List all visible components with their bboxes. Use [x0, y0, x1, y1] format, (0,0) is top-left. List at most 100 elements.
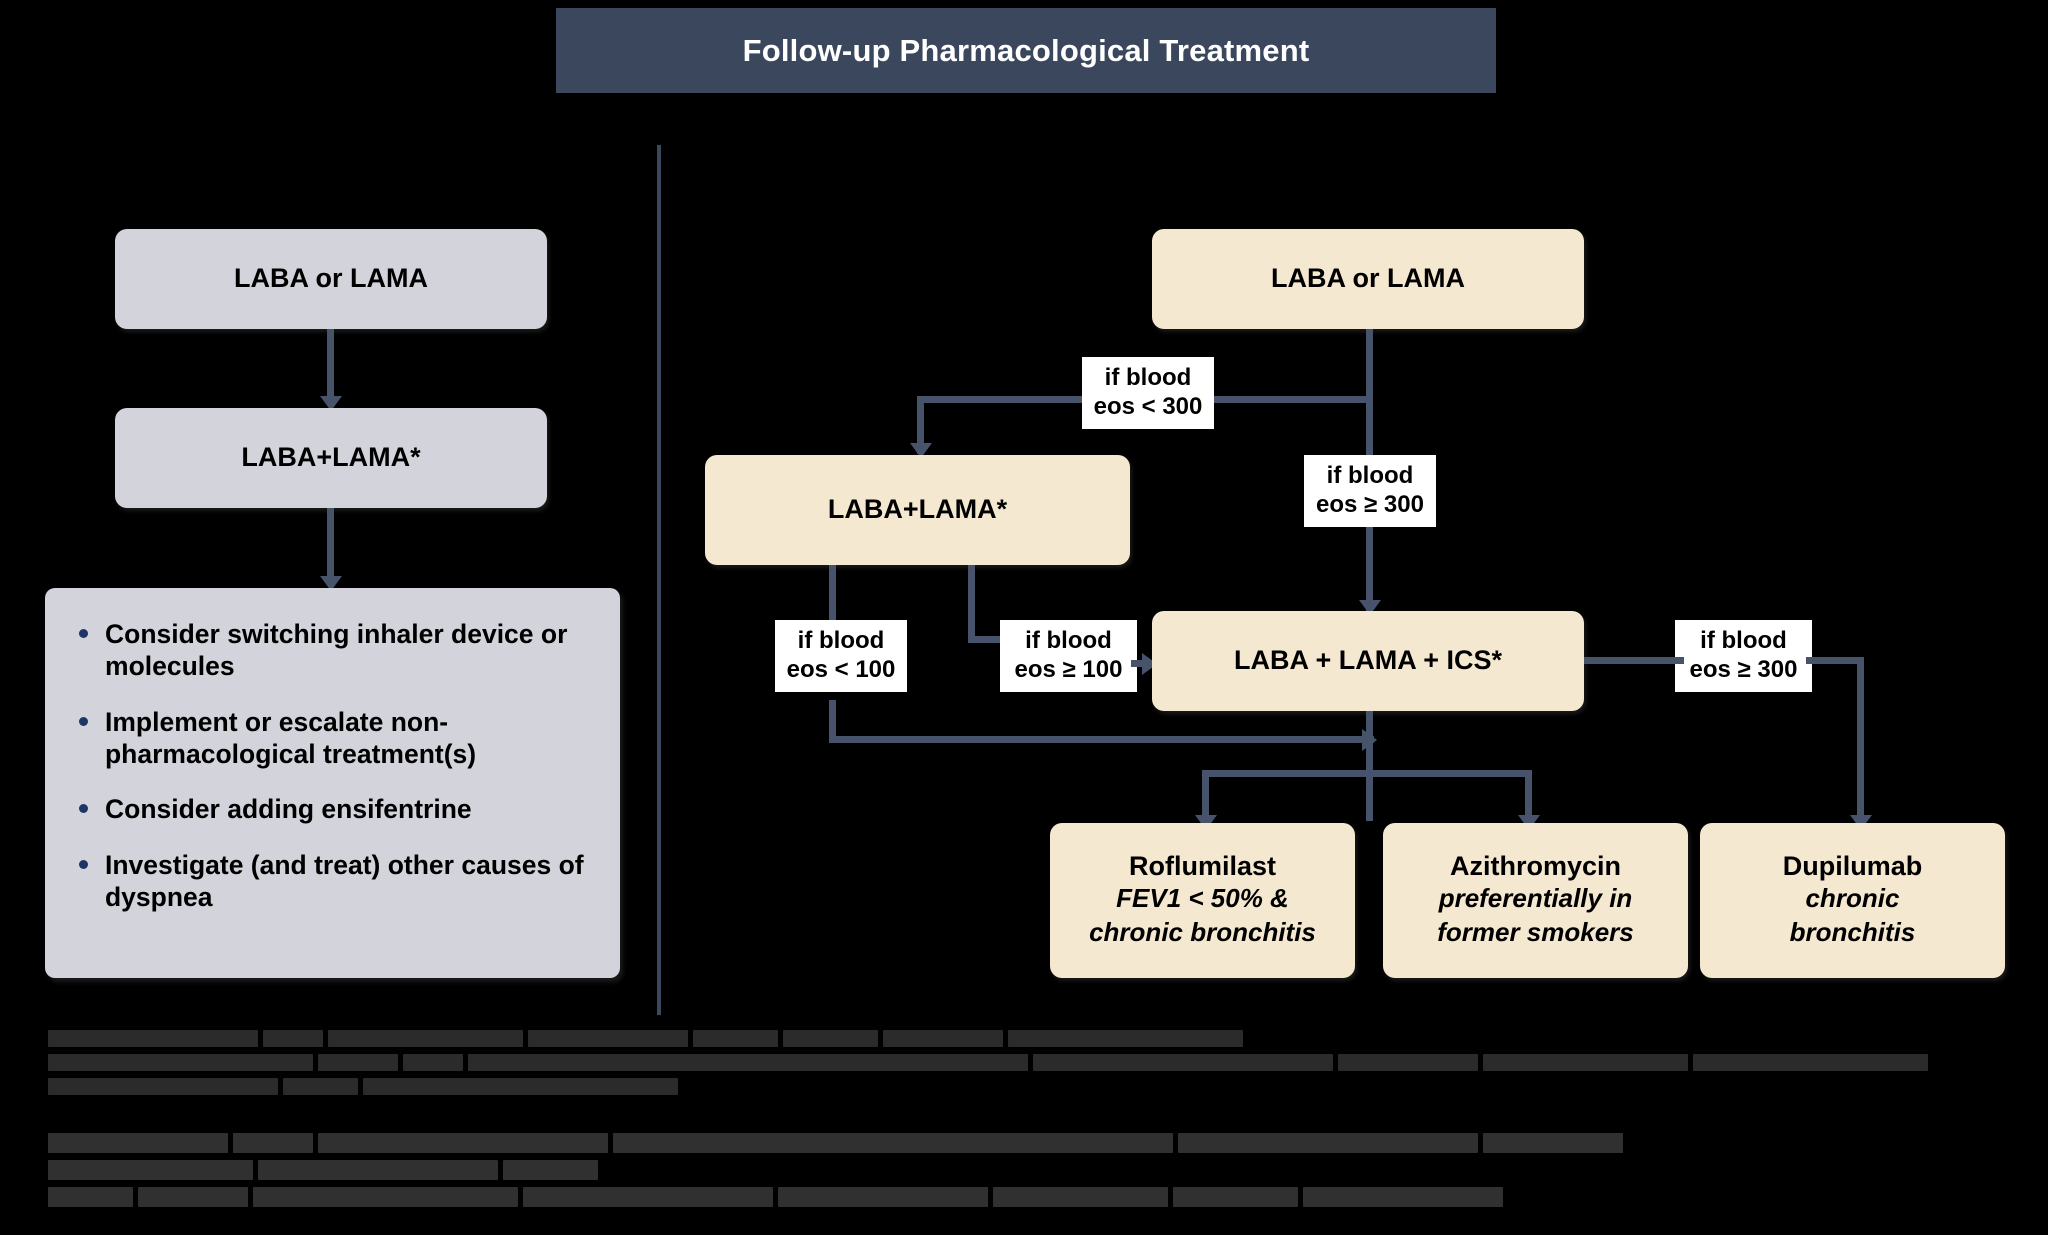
bullet-dot-icon [79, 859, 88, 869]
outcome-note-1: chronic [1805, 883, 1900, 914]
condition-line-1: if blood [797, 627, 885, 654]
list-item: Investigate (and treat) other causes of … [71, 849, 594, 914]
recommendations-panel: Consider switching inhaler device or mol… [45, 588, 620, 978]
outcome-drug-name: Roflumilast [1128, 851, 1276, 882]
redacted-text-block [783, 1030, 878, 1047]
redacted-text-block [503, 1160, 598, 1180]
bullet-dot-icon [79, 629, 88, 638]
arrowhead-to-dual [910, 443, 932, 458]
condition-line-1: if blood [1025, 627, 1112, 654]
condition-eos-lt-100: if blood eos < 100 [775, 620, 907, 692]
outcome-note-1: preferentially in [1438, 883, 1633, 914]
node-right-laba-lama[interactable]: LABA+LAMA* [705, 455, 1130, 565]
bullet-dot-icon [79, 804, 88, 814]
outcome-note-2: bronchitis [1789, 917, 1916, 948]
redacted-text-block [528, 1030, 688, 1047]
node-outcome-azithromycin[interactable]: Azithromycin preferentially in former sm… [1383, 823, 1688, 978]
redacted-text-block [318, 1054, 398, 1071]
redacted-text-block [318, 1133, 608, 1153]
redacted-text-block [1483, 1133, 1623, 1153]
node-label: LABA or LAMA [1271, 263, 1465, 294]
outcome-note-1: FEV1 < 50% & [1116, 883, 1289, 914]
condition-line-1: if blood [1104, 364, 1192, 391]
recommendation-text: Consider adding ensifentrine [105, 794, 472, 825]
connector-branch-bar [1202, 770, 1532, 777]
connector-triple-to-right [1584, 657, 1684, 664]
redacted-text-block [1303, 1187, 1503, 1207]
recommendations-list: Consider switching inhaler device or mol… [71, 618, 594, 913]
connector-left-1 [327, 329, 334, 405]
redacted-text-block [258, 1160, 498, 1180]
condition-eos-ge-100: if blood eos ≥ 100 [1000, 620, 1137, 692]
list-item: Implement or escalate non-pharmacologica… [71, 706, 594, 771]
redacted-text-block [613, 1133, 1173, 1153]
condition-line-2: eos ≥ 300 [1316, 491, 1424, 519]
redacted-text-block [883, 1030, 1003, 1047]
node-left-laba-lama[interactable]: LABA+LAMA* [115, 408, 547, 508]
footnote-block-1 [48, 1030, 2008, 1102]
redacted-text-block [253, 1187, 518, 1207]
redacted-text-block [993, 1187, 1168, 1207]
connector-right-to-dupi-a [1806, 657, 1864, 664]
list-item: Consider adding ensifentrine [71, 793, 594, 825]
page-title-bar: Follow-up Pharmacological Treatment [556, 8, 1496, 93]
node-label: LABA+LAMA* [827, 494, 1008, 525]
node-right-laba-or-lama[interactable]: LABA or LAMA [1152, 229, 1584, 329]
redacted-text-block [693, 1030, 778, 1047]
redacted-text-block [328, 1030, 523, 1047]
redacted-text-block [778, 1187, 988, 1207]
redacted-text-block [48, 1160, 253, 1180]
outcome-drug-name: Dupilumab [1782, 851, 1923, 882]
footnote-line [48, 1133, 1808, 1214]
redacted-text-block [1033, 1054, 1333, 1071]
redacted-text-block [363, 1078, 678, 1095]
condition-line-1: if blood [1326, 462, 1414, 489]
condition-line-1: if blood [1700, 627, 1787, 654]
condition-line-2: eos < 100 [786, 656, 896, 684]
arrowhead-left-2 [320, 576, 342, 591]
column-divider [657, 145, 661, 1015]
redacted-text-block [1338, 1054, 1478, 1071]
connector-dual-ge100 [968, 565, 975, 640]
redacted-text-block [48, 1133, 228, 1153]
redacted-text-block [1483, 1054, 1688, 1071]
connector-right-to-dupi-b [1857, 657, 1864, 824]
node-outcome-roflumilast[interactable]: Roflumilast FEV1 < 50% & chronic bronchi… [1050, 823, 1355, 978]
footnote-line [48, 1030, 2008, 1102]
node-left-laba-or-lama[interactable]: LABA or LAMA [115, 229, 547, 329]
condition-eos-ge-300-right: if blood eos ≥ 300 [1675, 620, 1812, 692]
redacted-text-block [523, 1187, 773, 1207]
recommendation-text: Investigate (and treat) other causes of … [105, 849, 584, 912]
page-title: Follow-up Pharmacological Treatment [742, 32, 1310, 68]
list-item: Consider switching inhaler device or mol… [71, 618, 594, 683]
outcome-note-2: chronic bronchitis [1089, 917, 1316, 948]
connector-ge100-right-a [968, 636, 1016, 643]
recommendation-text: Implement or escalate non-pharmacologica… [105, 706, 477, 769]
redacted-text-block [283, 1078, 358, 1095]
node-label: LABA+LAMA* [241, 442, 421, 473]
condition-eos-ge-300-upper: if blood eos ≥ 300 [1304, 455, 1436, 527]
redacted-text-block [48, 1030, 258, 1047]
redacted-text-block [48, 1078, 278, 1095]
redacted-text-block [48, 1054, 313, 1071]
redacted-text-block [1173, 1187, 1298, 1207]
connector-lt100-right [829, 736, 1374, 743]
condition-line-2: eos < 300 [1093, 393, 1203, 421]
redacted-text-block [263, 1030, 323, 1047]
redacted-text-block [48, 1187, 133, 1207]
redacted-text-block [403, 1054, 463, 1071]
connector-branch-left [1202, 770, 1209, 824]
connector-branch-right [1525, 770, 1532, 824]
redacted-text-block [233, 1133, 313, 1153]
connector-dual-lt100 [829, 565, 836, 670]
node-label: LABA + LAMA + ICS* [1233, 645, 1503, 676]
outcome-drug-name: Azithromycin [1449, 851, 1622, 882]
node-label: LABA or LAMA [234, 263, 428, 294]
node-outcome-dupilumab[interactable]: Dupilumab chronic bronchitis [1700, 823, 2005, 978]
redacted-text-block [138, 1187, 248, 1207]
footnote-block-2 [48, 1133, 1808, 1214]
node-right-triple[interactable]: LABA + LAMA + ICS* [1152, 611, 1584, 711]
connector-lt100-down [829, 700, 836, 743]
connector-top-stem [1366, 329, 1373, 405]
